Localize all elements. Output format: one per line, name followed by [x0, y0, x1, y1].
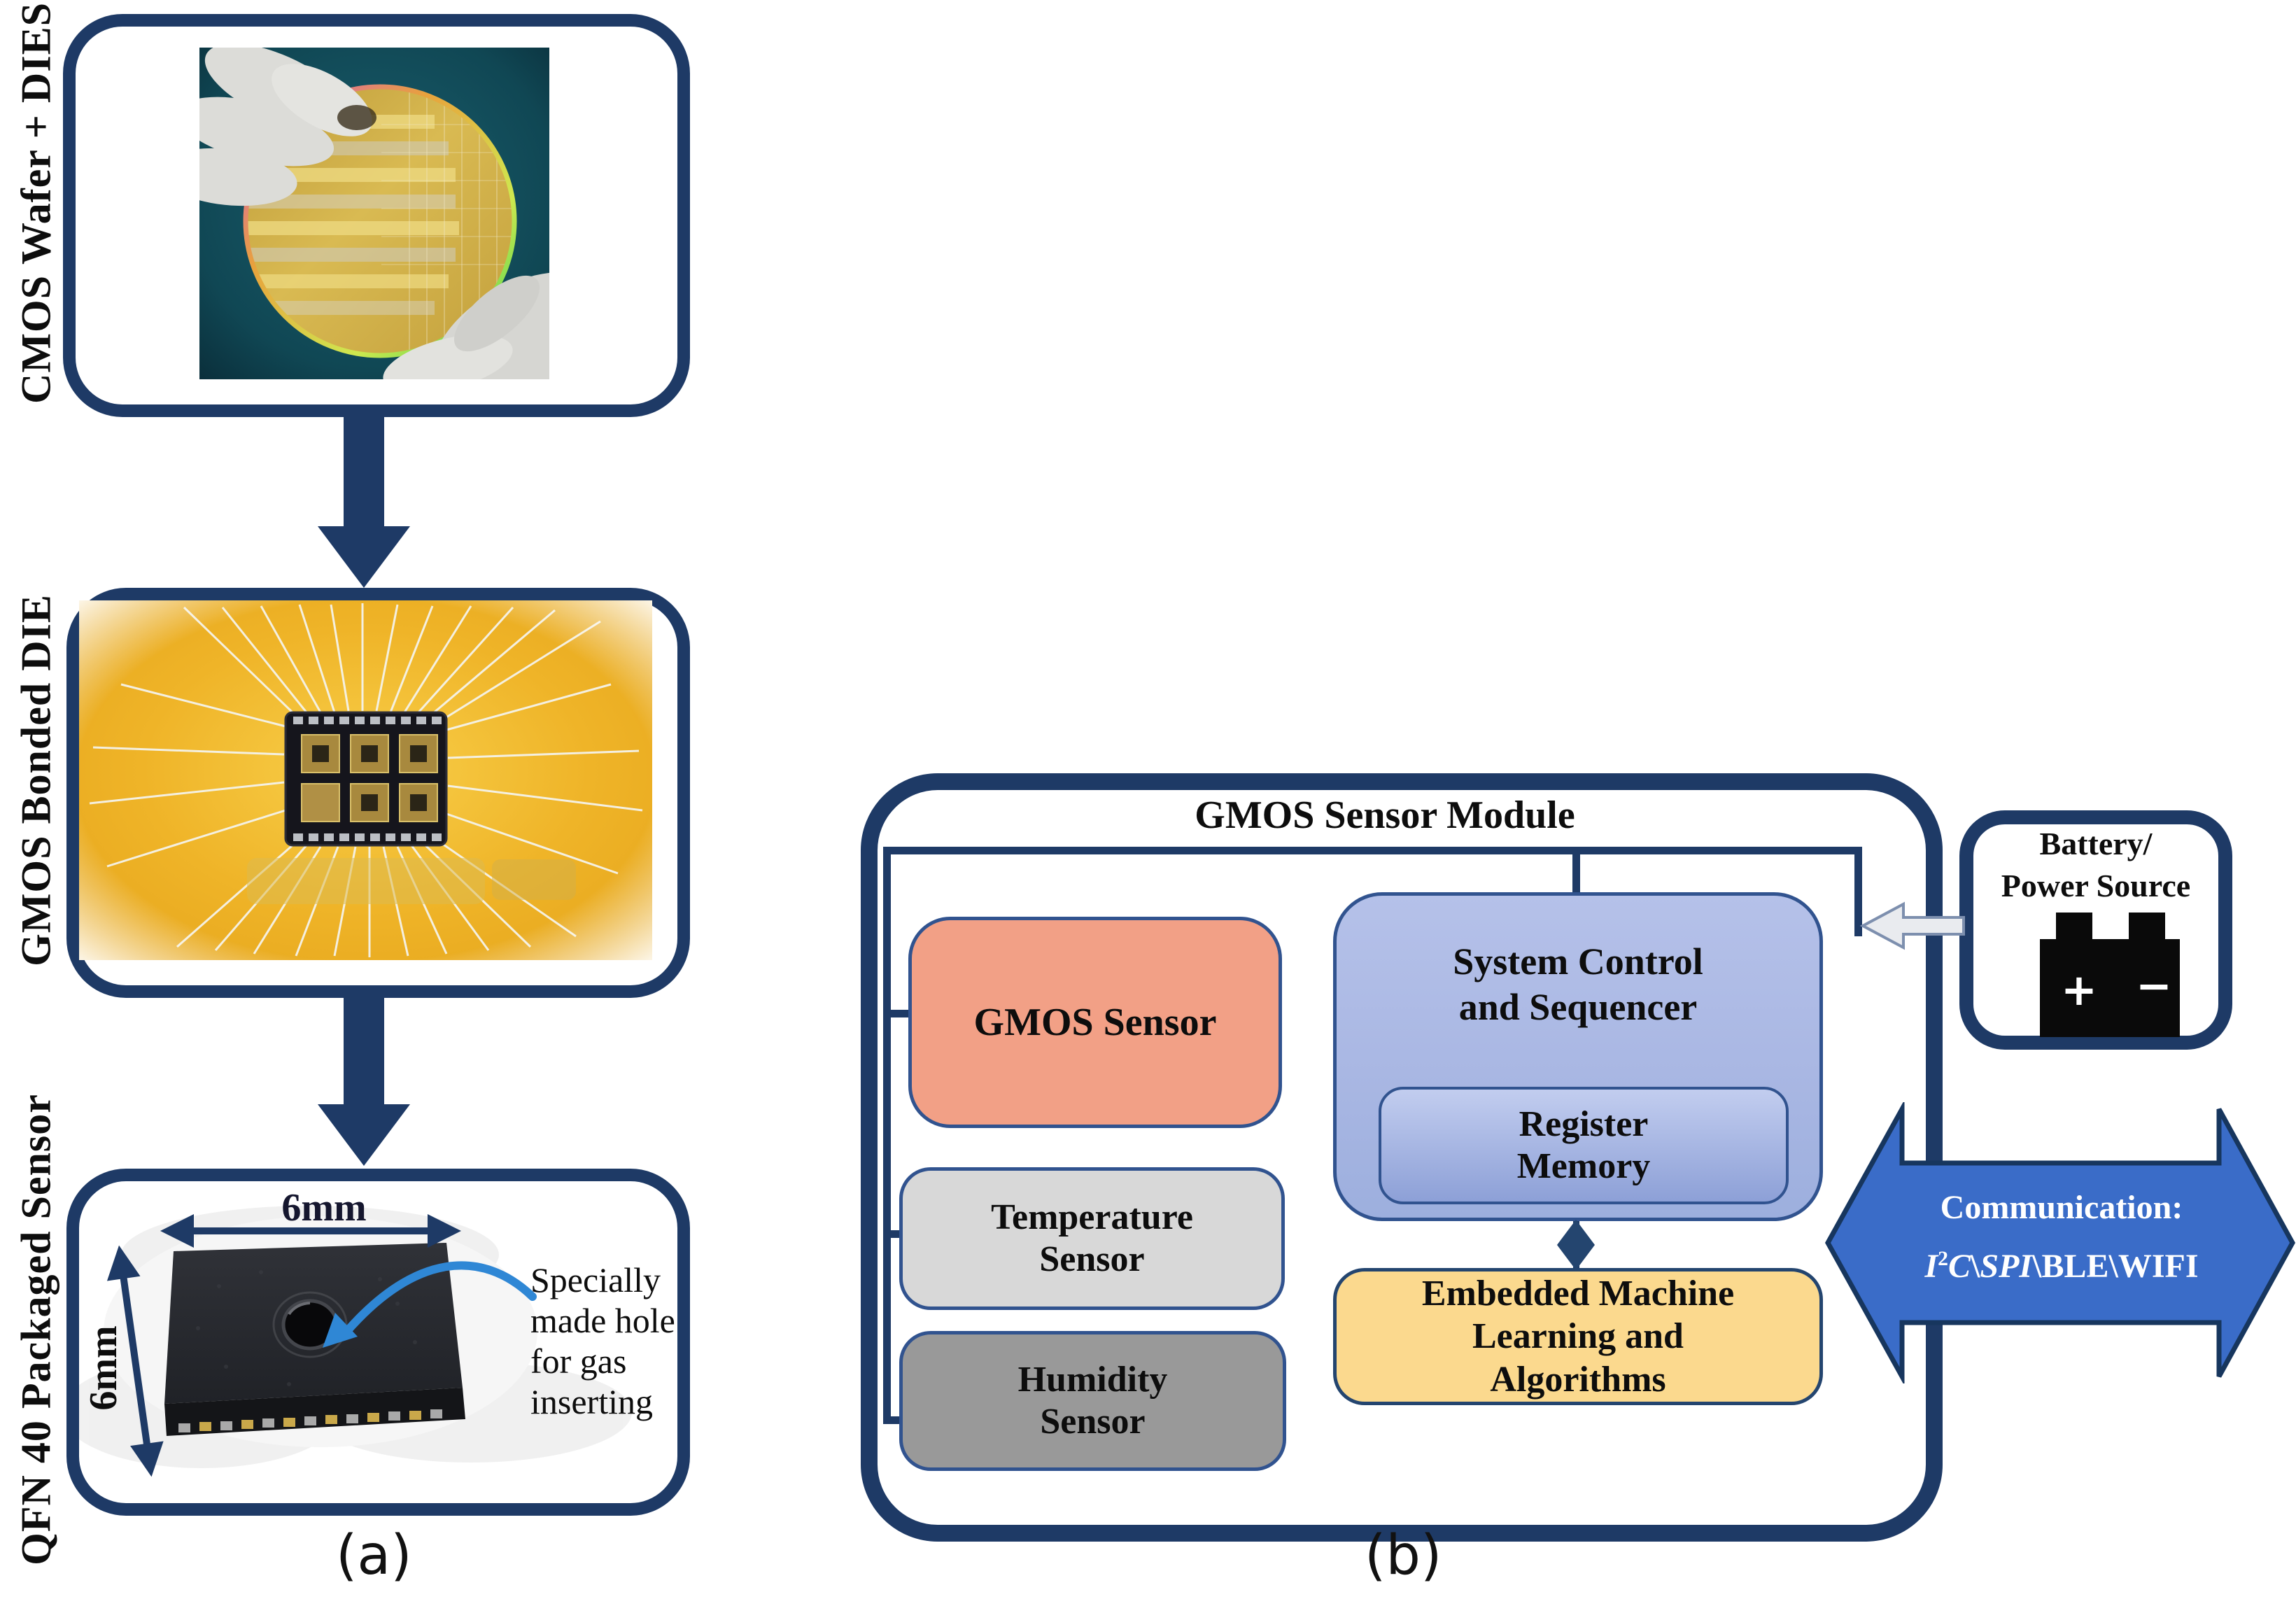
power-arrow-icon — [1859, 901, 1965, 950]
panel-a-label: (a) — [336, 1524, 412, 1587]
annotation-line: inserting — [530, 1382, 653, 1421]
comm-arrow-icon — [1824, 1102, 2295, 1383]
step2-box — [66, 588, 690, 998]
wafer-photo — [199, 48, 549, 379]
step3-side-label: QFN 40 Packaged Sensor — [13, 1094, 59, 1565]
gmos-module-box — [861, 773, 1943, 1542]
battery-plus-sign: + — [2061, 964, 2097, 1015]
battery-icon — [2040, 939, 2180, 1037]
bus-stub-hum — [883, 1416, 904, 1424]
step1-side-label: CMOS Wafer + DIES — [13, 1, 59, 404]
dim-arrow-left — [106, 1245, 164, 1477]
flow-arrow-1-icon — [318, 526, 410, 588]
step3-box: 6mm — [66, 1169, 690, 1516]
battery-icon — [2056, 913, 2092, 941]
qfn-annotation: Specially made hole for gas inserting — [530, 1260, 675, 1422]
diamond-connector-icon — [1557, 1220, 1595, 1270]
annotation-line: made hole — [530, 1301, 675, 1340]
bonded-die-photo — [79, 600, 652, 960]
battery-minus-sign: − — [2136, 960, 2172, 1011]
annotation-line: Specially — [530, 1260, 661, 1299]
step1-box — [63, 14, 690, 417]
qfn-width-dim: 6mm — [281, 1186, 367, 1230]
gmos-sensor-label: GMOS Sensor — [973, 1001, 1217, 1044]
annotation-line: for gas — [530, 1341, 627, 1381]
bus-left-line — [883, 847, 891, 1424]
step2-side-label: GMOS Bonded DIE — [13, 594, 59, 966]
panel-b-label: (b) — [1365, 1524, 1442, 1587]
bus-drop-sysctrl — [1572, 847, 1580, 897]
bus-stub-gmos — [883, 1010, 914, 1017]
annotation-arrow-icon — [323, 1261, 537, 1348]
qfn-pads — [178, 1409, 442, 1432]
bus-top-line — [883, 847, 1862, 854]
gas-hole — [272, 1291, 348, 1358]
qfn-chip-photo — [79, 1181, 652, 1478]
module-title: GMOS Sensor Module — [1195, 794, 1575, 837]
bus-drop-power — [1854, 847, 1862, 936]
battery-label: Battery/Power Source — [2001, 826, 2191, 903]
battery-icon — [2129, 913, 2165, 941]
bus-stub-temp — [883, 1230, 904, 1238]
qfn-height-dim: 6mm — [82, 1325, 125, 1411]
comm-line2: I2C\SPI\BLE\WIFI — [1924, 1247, 2199, 1285]
comm-line1: Communication: — [1940, 1189, 2183, 1226]
gmos-sensor-box: GMOS Sensor — [908, 917, 1282, 1128]
dim-arrow-top — [160, 1214, 461, 1248]
flow-arrow-2-icon — [318, 1104, 410, 1166]
